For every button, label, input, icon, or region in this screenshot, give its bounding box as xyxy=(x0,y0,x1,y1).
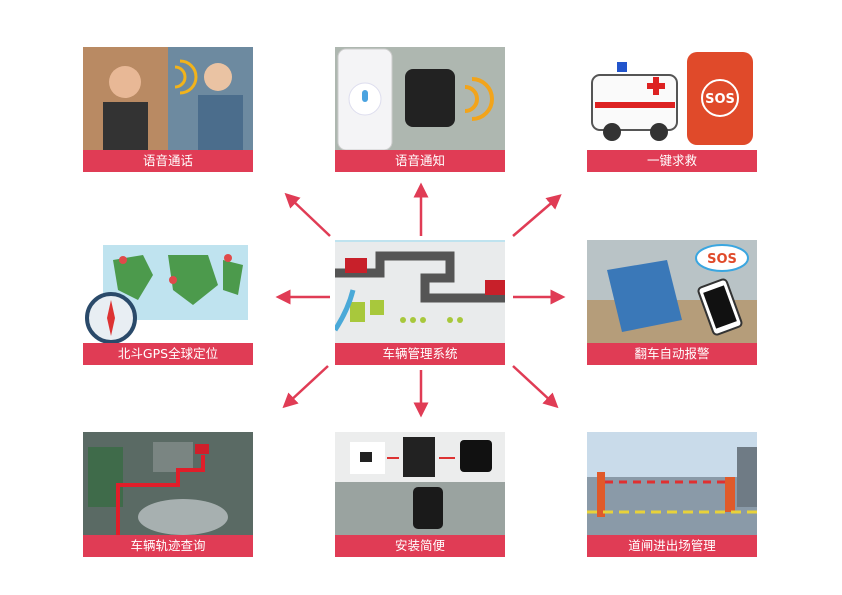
sos-icon: SOS xyxy=(705,92,735,107)
voice-call-image xyxy=(83,47,253,150)
feature-label: 安装简便 xyxy=(335,535,505,557)
feature-label: 道闸进出场管理 xyxy=(587,535,757,557)
card-center-system: 车辆管理系统 xyxy=(335,240,505,365)
feature-label: 车辆轨迹查询 xyxy=(83,535,253,557)
track-map-image xyxy=(83,432,253,535)
card-install: 安装简便 xyxy=(335,432,505,557)
arrow-top-left xyxy=(284,192,331,237)
feature-label: 语音通话 xyxy=(83,150,253,172)
feature-label: 车辆管理系统 xyxy=(335,343,505,365)
vehicle-management-image xyxy=(335,240,505,343)
arrow-bottom-right xyxy=(512,365,559,409)
card-voice-notify: 语音通知 xyxy=(335,47,505,172)
card-gate: 道闸进出场管理 xyxy=(587,432,757,557)
card-sos: SOS 一键求救 xyxy=(587,47,757,172)
feature-label: 北斗GPS全球定位 xyxy=(83,343,253,365)
rollover-image: SOS xyxy=(587,240,757,343)
gps-map-image xyxy=(83,240,253,343)
card-rollover: SOS 翻车自动报警 xyxy=(587,240,757,365)
feature-label: 语音通知 xyxy=(335,150,505,172)
gate-image xyxy=(587,432,757,535)
voice-notify-image xyxy=(335,47,505,150)
feature-label: 一键求救 xyxy=(587,150,757,172)
install-image xyxy=(335,432,505,535)
card-voice-call: 语音通话 xyxy=(83,47,253,172)
sos-image: SOS xyxy=(587,47,757,150)
card-gps: 北斗GPS全球定位 xyxy=(83,240,253,365)
sos-bubble-icon: SOS xyxy=(707,252,737,267)
card-track: 车辆轨迹查询 xyxy=(83,432,253,557)
arrow-top-right xyxy=(512,194,562,237)
arrow-bottom-left xyxy=(282,365,329,409)
feature-label: 翻车自动报警 xyxy=(587,343,757,365)
